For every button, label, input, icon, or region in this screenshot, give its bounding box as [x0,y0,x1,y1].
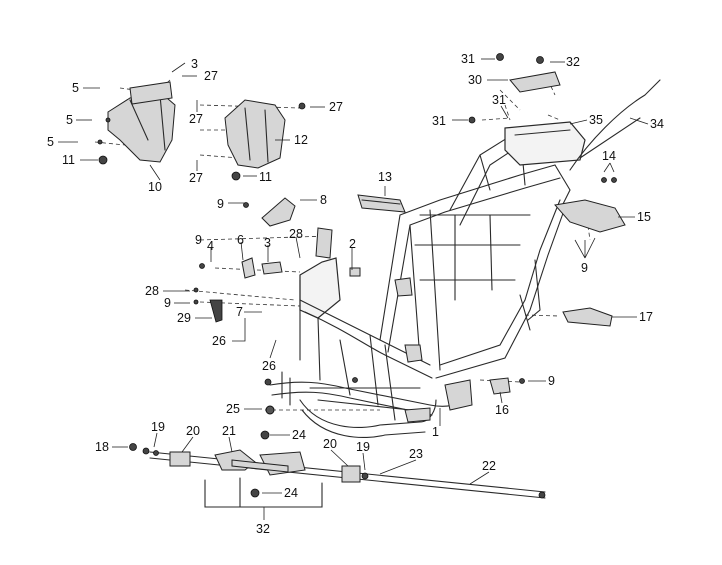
callout-9: 9 [164,296,171,310]
callout-4: 3 [264,236,271,250]
callout-11: 11 [259,170,272,184]
callout-1: 1 [432,425,439,439]
callout-19: 19 [151,420,165,434]
callout-5: 5 [47,135,54,149]
bracket-assembly-12 [224,99,306,181]
callout-24: 24 [284,486,298,500]
callout-9: 9 [195,233,202,247]
small-hardware [193,227,361,323]
callout-5: 5 [72,81,79,95]
cable-34 [569,79,661,171]
callout-6: 6 [237,233,244,247]
callout-25: 25 [226,402,240,416]
callout-3: 4 [207,239,214,253]
callout-24: 24 [292,428,306,442]
bracket-assembly-10 [97,81,176,165]
callout-13: 13 [378,170,392,184]
callout-20: 20 [323,437,337,451]
callout-21: 21 [222,424,236,438]
callout-31: 31 [432,114,446,128]
callout-26: 26 [262,359,276,373]
callout-20: 20 [186,424,200,438]
callout-7: 7 [236,305,243,319]
leader-lines [58,58,649,520]
mount-16 [489,377,525,395]
callout-9: 9 [548,374,555,388]
callout-29: 29 [177,311,191,325]
footrest-17 [562,307,613,327]
callout-33: 32 [256,522,270,536]
callout-5: 5 [66,113,73,127]
footrest-13 [357,194,406,213]
callout-14: 14 [602,149,616,163]
callout-27: 27 [204,69,218,83]
callout-19: 19 [356,440,370,454]
callout-27: 27 [189,112,203,126]
alignment-lines [94,79,591,411]
callout-27: 27 [329,100,343,114]
main-frame [264,121,586,439]
callout-26: 26 [212,334,226,348]
callout-17: 17 [639,310,653,324]
callout-30: 30 [468,73,482,87]
rear-bracket-15 [554,177,626,233]
callout-28: 28 [289,227,303,241]
callout-35: 35 [589,113,603,127]
callout-2: 2 [349,237,356,251]
callout-labels: 3 27 5 5 5 11 10 27 27 27 12 11 9 8 13 9… [47,52,664,536]
callout-10: 10 [148,180,162,194]
callout-11: 11 [62,153,75,167]
pivot-shaft-assembly [129,430,546,508]
callout-9: 9 [581,261,588,275]
callout-28: 28 [145,284,159,298]
callout-27: 27 [189,171,203,185]
callout-16: 16 [495,403,509,417]
callout-34: 34 [650,117,664,131]
callout-9: 9 [217,197,224,211]
callout-32: 31 [461,52,475,66]
callout-3: 3 [191,57,198,71]
callout-12: 12 [294,133,308,147]
grommet-25 [265,405,275,415]
callout-15: 15 [637,210,651,224]
bracket-30 [468,53,561,124]
callout-31: 31 [492,93,506,107]
callout-18: 18 [95,440,109,454]
callout-8: 8 [320,193,327,207]
callout-23: 23 [409,447,423,461]
callout-32: 32 [566,55,580,69]
callout-22: 22 [482,459,496,473]
bracket-8 [243,197,296,227]
